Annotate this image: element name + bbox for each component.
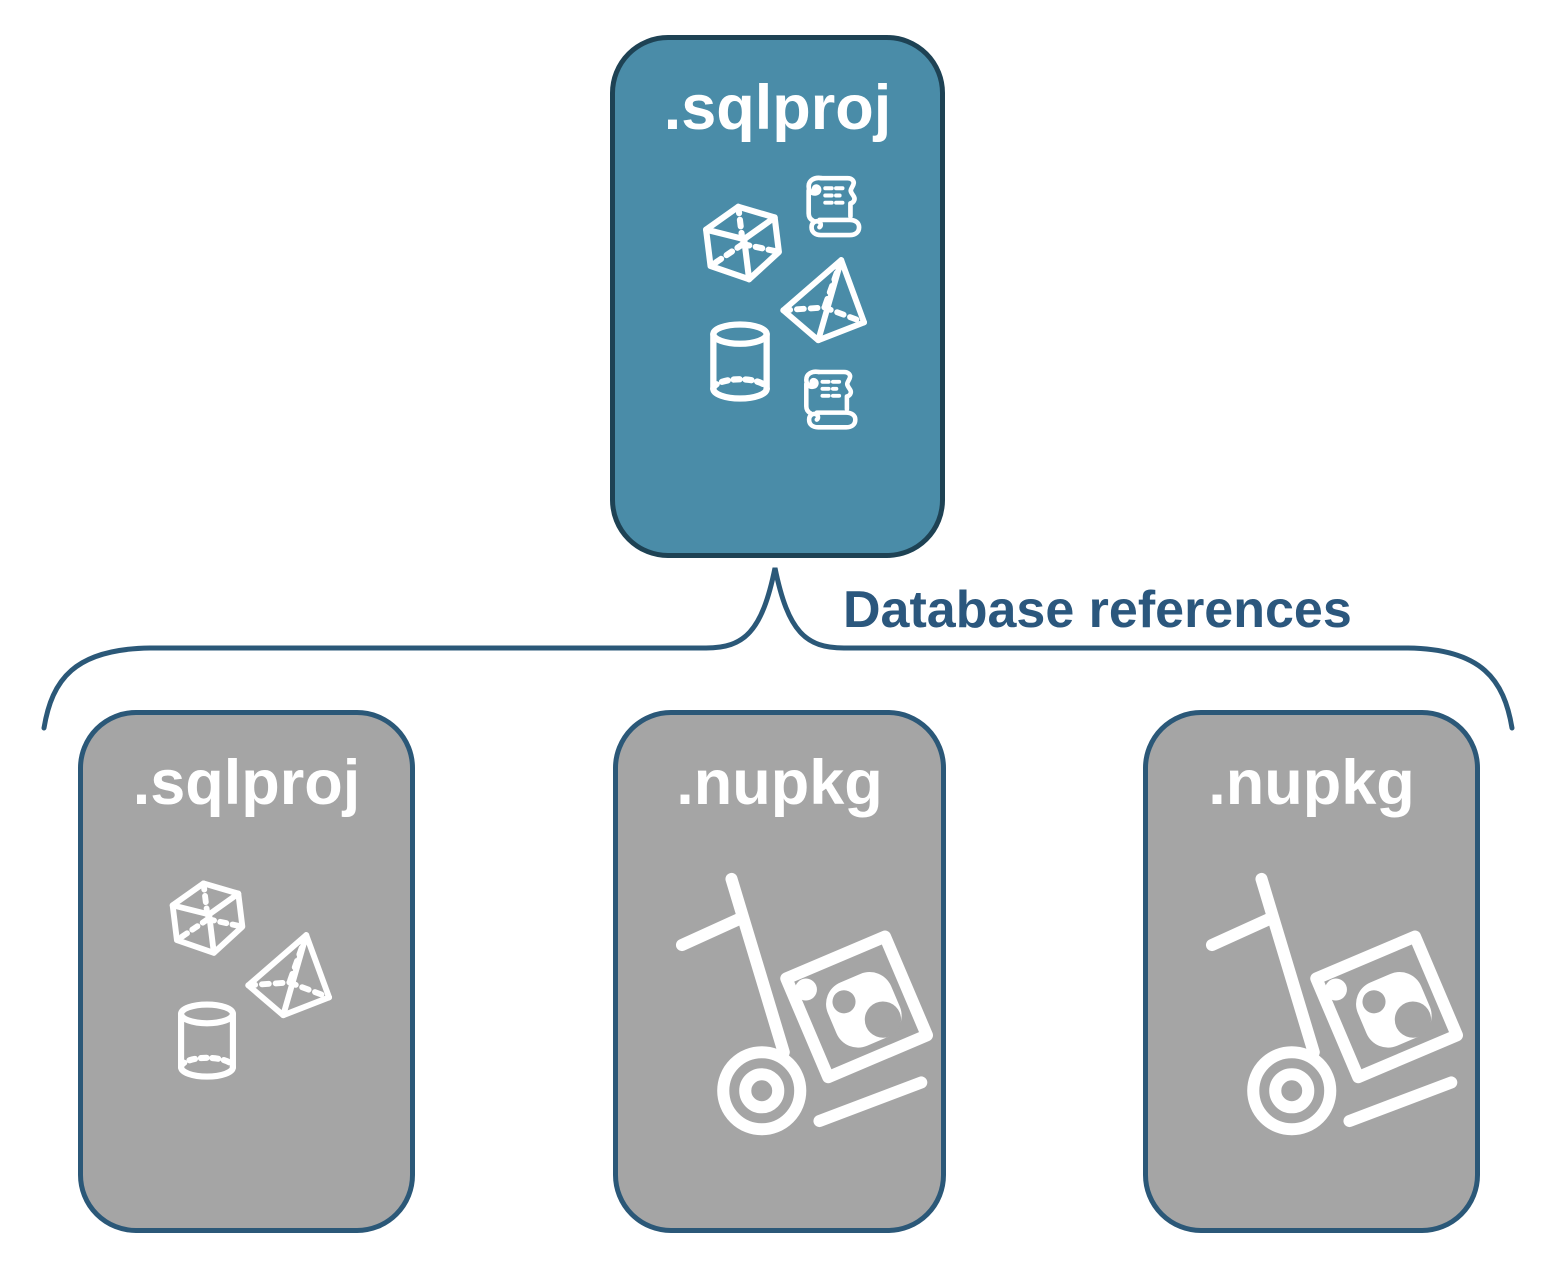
script-scroll-icon (793, 362, 863, 438)
node-label: .sqlproj (663, 73, 892, 143)
cylinder-icon (703, 316, 777, 410)
hand-truck-package-icon (1190, 855, 1465, 1145)
node-sqlproj-root: .sqlproj (610, 35, 945, 558)
node-label: .nupkg (676, 748, 883, 818)
node-sqlproj-child: .sqlproj (78, 710, 415, 1233)
connector-label: Database references (843, 581, 1352, 639)
node-label: .sqlproj (132, 748, 361, 818)
node-nupkg-child-1: .nupkg (613, 710, 946, 1233)
cylinder-icon (171, 997, 243, 1087)
node-nupkg-child-2: .nupkg (1143, 710, 1480, 1233)
cube-icon (163, 875, 253, 965)
pyramid-icon (241, 927, 343, 1025)
hand-truck-package-icon (660, 855, 935, 1145)
pyramid-icon (773, 252, 881, 350)
node-label: .nupkg (1208, 748, 1415, 818)
script-scroll-icon (795, 170, 867, 244)
